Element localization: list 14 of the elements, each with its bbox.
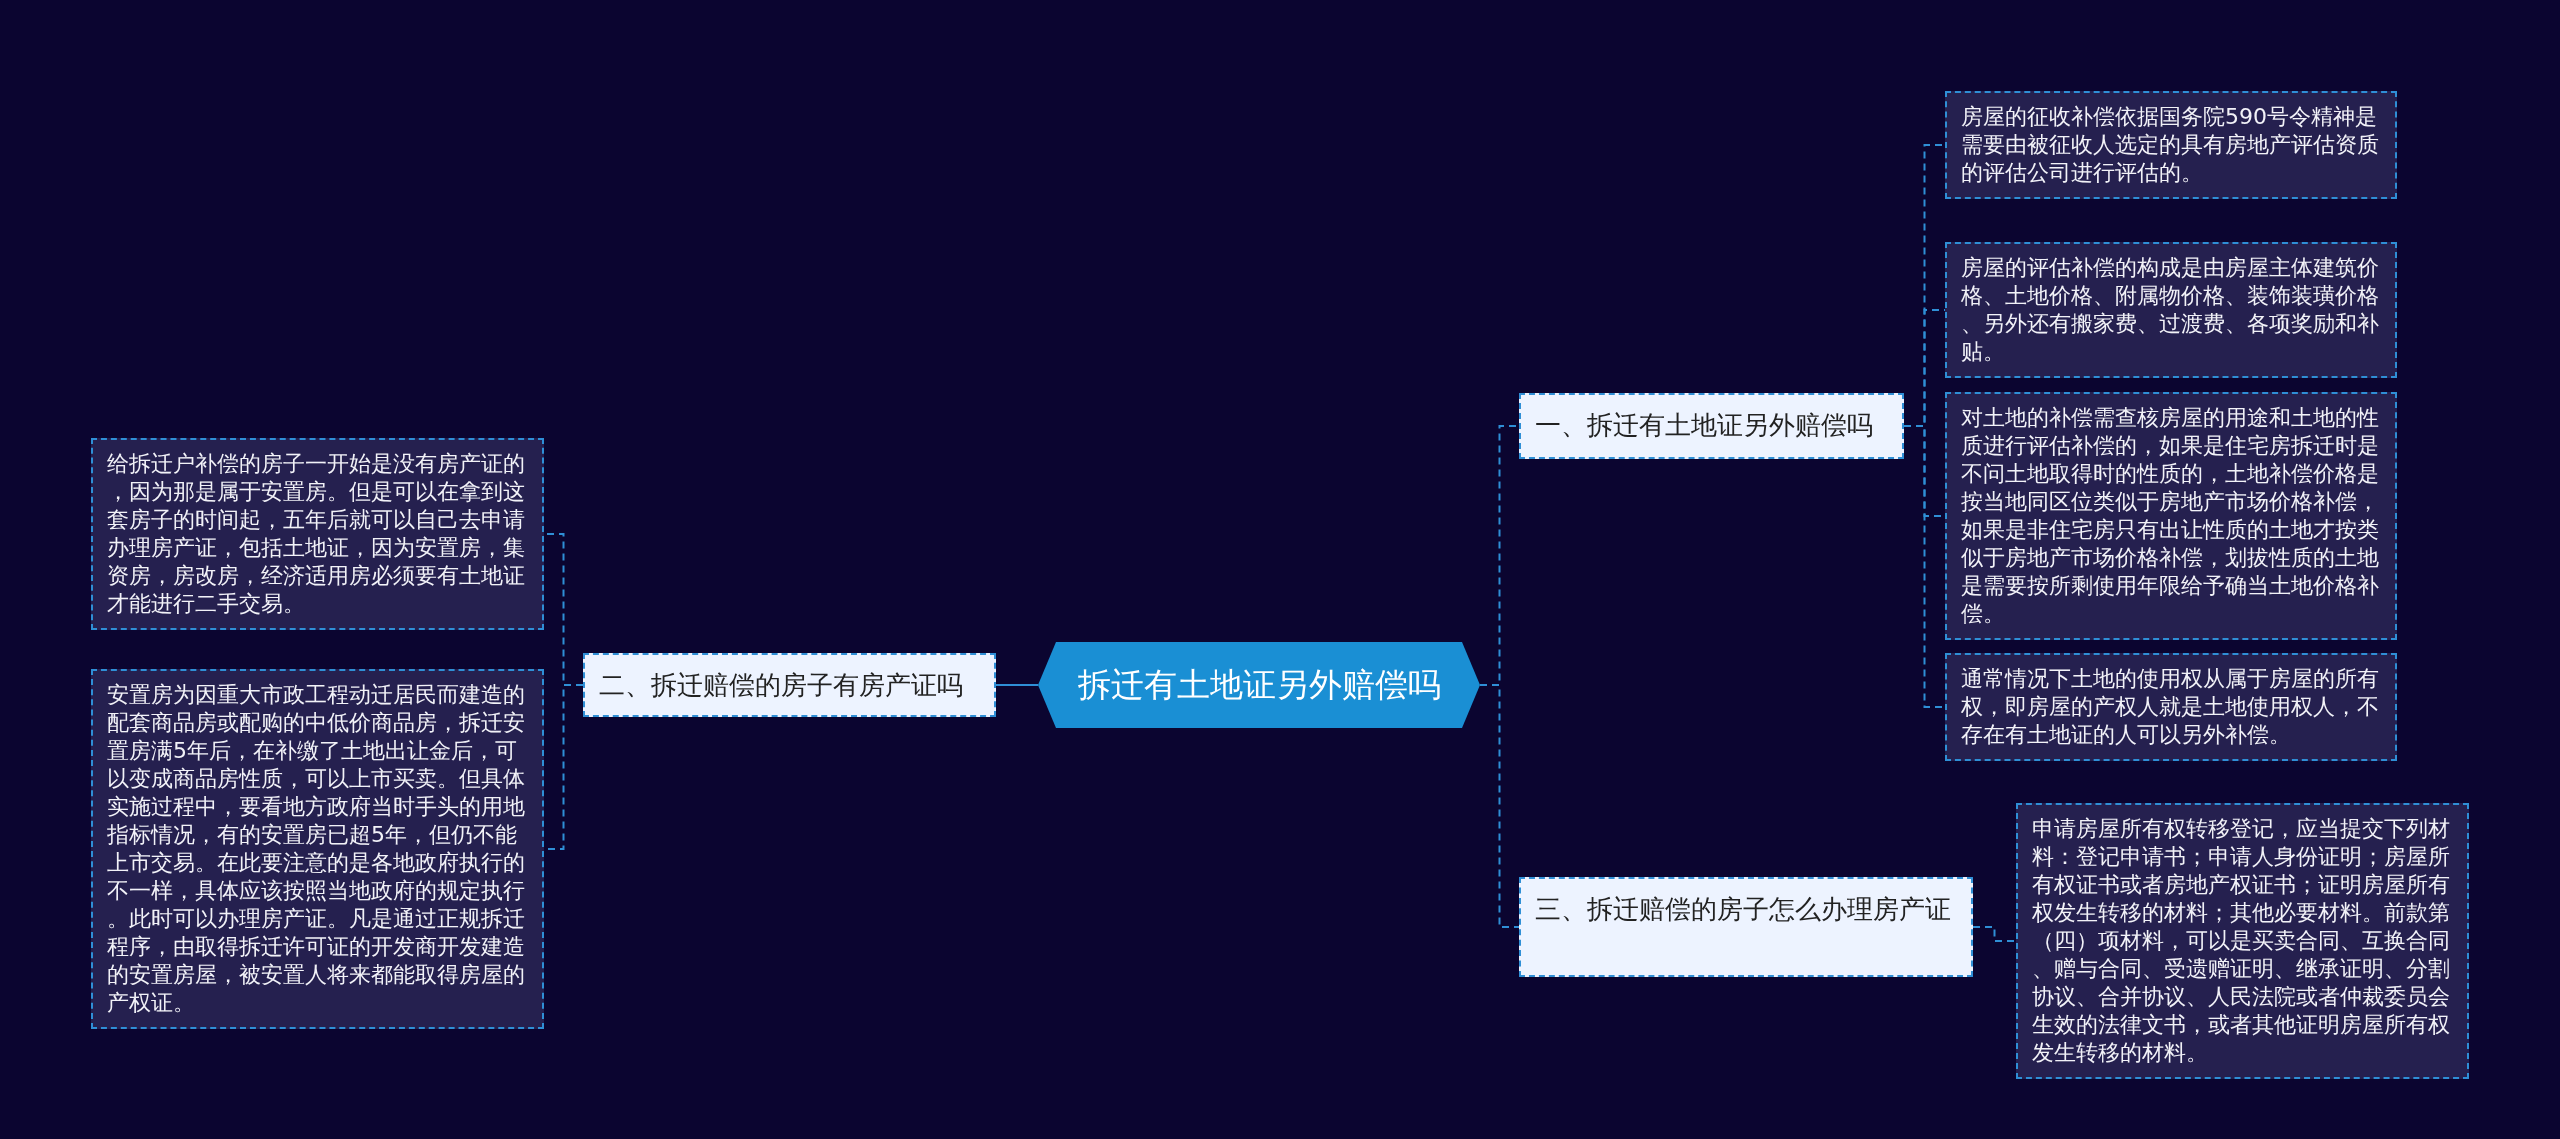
central-topic: 拆迁有土地证另外赔偿吗 (1038, 642, 1480, 728)
connector-line (1972, 926, 2017, 942)
topic-box: 二、拆迁赔偿的房子有房产证吗 (583, 653, 996, 717)
note-box: 给拆迁户补偿的房子一开始是没有房产证的，因为那是属于安置房。但是可以在拿到这套房子的时间起，五年后就可以自己去申请办理房产证，包括土地证，因为安置房，集资房，房改房，经济适用房必须要有土地证才能进行二手交易。 (91, 438, 544, 630)
note-box: 安置房为因重大市政工程动迁居民而建造的配套商品房或配购的中低价商品房，拆迁安置房满5年后，在补缴了土地出让金后，可以变成商品房性质，可以上市买卖。但具体实施过程中，要看地方政府当时手头的用地指标情况，有的安置房已超5年，但仍不能上市交易。在此要注意的是各地政府执行的不一样，具体应该按照当地政府的规定执行。此时可以办理房产证。凡是通过正规拆迁程序，由取得拆迁许可证的开发商开发建造的安置房屋，被安置人将来都能取得房屋的产权证。 (91, 669, 544, 1029)
topic-box: 一、拆迁有土地证另外赔偿吗 (1519, 393, 1904, 459)
note-box: 对土地的补偿需查核房屋的用途和土地的性质进行评估补偿的，如果是住宅房拆迁时是不问土地取得时的性质的，土地补偿价格是按当地同区位类似于房地产市场价格补偿，如果是非住宅房只有出让性质的土地才按类似于房地产市场价格补偿，划拔性质的土地是需要按所剩使用年限给予确当土地价格补偿。 (1945, 392, 2397, 640)
topic-box: 三、拆迁赔偿的房子怎么办理房产证 (1519, 877, 1973, 977)
note-box: 通常情况下土地的使用权从属于房屋的所有权，即房屋的产权人就是土地使用权人，不存在有土地证的人可以另外补偿。 (1945, 653, 2397, 761)
note-box: 房屋的征收补偿依据国务院590号令精神是需要由被征收人选定的具有房地产评估资质的评估公司进行评估的。 (1945, 91, 2397, 199)
note-box: 房屋的评估补偿的构成是由房屋主体建筑价格、土地价格、附属物价格、装饰装璜价格、另外还有搬家费、过渡费、各项奖励和补贴。 (1945, 242, 2397, 378)
connector-line (995, 684, 1039, 686)
connector-line (1479, 684, 1520, 928)
note-box: 申请房屋所有权转移登记，应当提交下列材料：登记申请书；申请人身份证明；房屋所有权证书或者房地产权证书；证明房屋所有权发生转移的材料；其他必要材料。前款第（四）项材料，可以是买卖合同、互换合同、赠与合同、受遗赠证明、继承证明、分割协议、合并协议、人民法院或者仲裁委员会生效的法律文书，或者其他证明房屋所有权发生转移的材料。 (2016, 803, 2469, 1079)
